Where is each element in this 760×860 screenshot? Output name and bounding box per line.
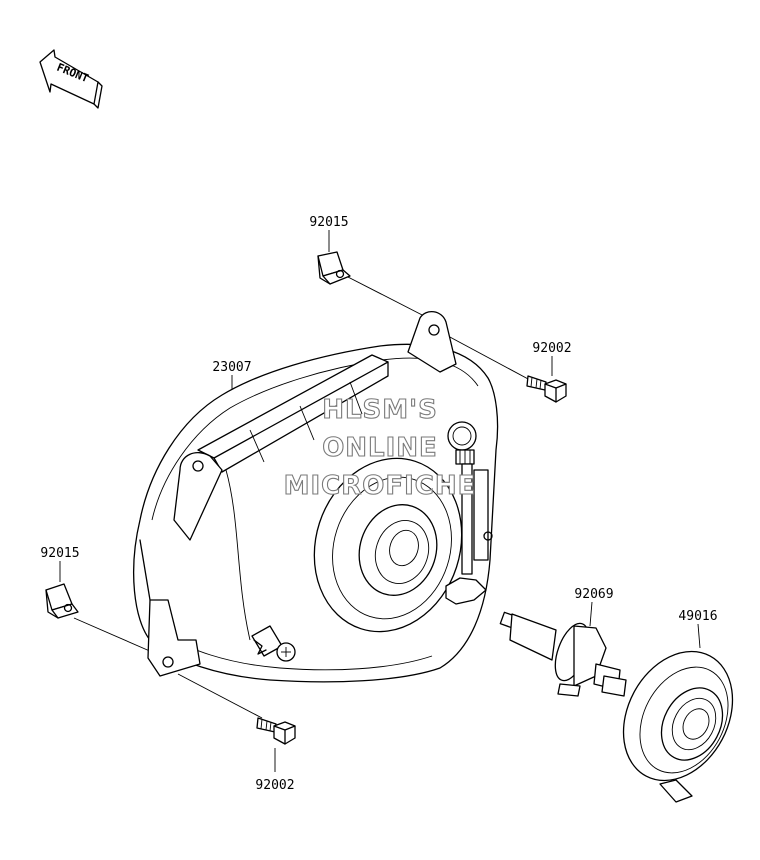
watermark-line-1: HLSM'S — [322, 395, 438, 425]
part-label-boot: 49016 — [678, 609, 717, 624]
watermark-line-3: MICROFICHE — [284, 471, 477, 501]
part-label-clip-nut-lower: 92015 — [40, 546, 79, 561]
leader-lines — [59, 230, 701, 772]
part-label-housing: 23007 — [212, 360, 251, 375]
adjuster-screw-icon — [251, 625, 296, 662]
headlight-bulb-icon — [499, 611, 627, 697]
clip-nut-upper-icon — [317, 251, 351, 285]
part-labels: 92015 92002 23007 92015 92069 49016 9200… — [40, 215, 717, 793]
part-label-bolt-upper: 92002 — [532, 341, 571, 356]
watermark-line-2: ONLINE — [322, 433, 438, 463]
clip-nut-lower-icon — [45, 583, 79, 619]
part-label-clip-nut-upper: 92015 — [309, 215, 348, 230]
bolt-lower-icon — [256, 717, 296, 745]
bolt-upper-icon — [526, 375, 567, 403]
watermark: HLSM'S ONLINE MICROFICHE — [283, 394, 477, 501]
adjuster-gear-icon — [445, 421, 493, 605]
part-label-bolt-lower: 92002 — [255, 778, 294, 793]
front-arrow-icon: FRONT — [39, 49, 103, 109]
rubber-boot-icon — [622, 650, 734, 803]
part-label-bulb: 92069 — [574, 587, 613, 602]
headlight-housing — [133, 311, 499, 683]
